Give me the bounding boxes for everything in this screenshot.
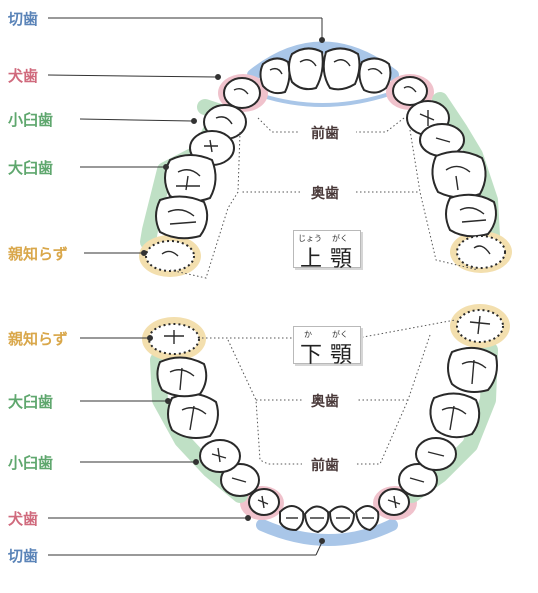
upper-incisor-tooth [259, 57, 291, 95]
upper-jaw [139, 41, 512, 277]
label-front-teeth-lower: 前歯 [308, 455, 342, 475]
lower-jaw-ruby-2: がく [332, 330, 348, 339]
upper-molar-tooth [155, 195, 209, 240]
lower-wisdom-tooth [456, 309, 504, 343]
label-premolar-lower: 小臼歯 [8, 454, 54, 472]
left-leader-lines [47, 17, 325, 556]
upper-incisor-tooth [358, 57, 392, 94]
label-wisdom-lower: 親知らず [8, 330, 68, 348]
lower-incisor-tooth [328, 505, 356, 534]
upper-tooth-fissures [161, 59, 491, 257]
guide-lines [169, 117, 479, 465]
upper-molar-tooth [445, 193, 497, 238]
lower-jaw-ruby-1: か [304, 330, 312, 339]
upper-canine-tooth [223, 77, 261, 109]
label-canine-upper: 犬歯 [8, 67, 39, 85]
upper-molar-tooth [164, 154, 217, 203]
upper-jaw-ruby-1: じょう [298, 234, 322, 243]
label-back-teeth-lower: 奥歯 [308, 391, 342, 411]
upper-incisor-band-inner [258, 93, 388, 107]
upper-incisor-tooth [288, 47, 324, 91]
upper-canine-tooth [392, 76, 428, 106]
upper-incisor-tooth [322, 47, 361, 91]
lower-tooth-fissures [164, 315, 491, 519]
label-wisdom-upper: 親知らず [8, 245, 68, 263]
label-back-teeth-upper: 奥歯 [308, 183, 342, 203]
lower-jaw-kanji-2: 顎 [330, 343, 353, 368]
upper-jaw-kanji-2: 顎 [330, 247, 353, 272]
upper-molar-tooth [431, 150, 487, 199]
lower-jaw [142, 304, 510, 546]
upper-wisdom-tooth [145, 240, 195, 272]
upper-jaw-ruby-2: がく [332, 234, 348, 243]
lower-incisor-band [256, 519, 398, 546]
lower-molar-tooth [429, 392, 481, 439]
lower-jaw-title: か がく 下 顎 [293, 326, 361, 368]
label-front-teeth-upper: 前歯 [308, 123, 342, 143]
label-incisor-upper: 切歯 [8, 10, 39, 28]
label-incisor-lower: 切歯 [8, 547, 39, 565]
upper-jaw-kanji-1: 上 [300, 247, 323, 272]
upper-wisdom-tooth [456, 235, 506, 269]
label-canine-lower: 犬歯 [8, 510, 39, 528]
lower-jaw-kanji-1: 下 [300, 343, 323, 368]
label-molar-upper: 大臼歯 [8, 159, 54, 177]
lower-incisor-tooth [303, 505, 330, 534]
label-molar-lower: 大臼歯 [8, 393, 54, 411]
upper-jaw-title: じょう がく 上 顎 [293, 230, 361, 272]
label-premolar-upper: 小臼歯 [8, 111, 54, 129]
